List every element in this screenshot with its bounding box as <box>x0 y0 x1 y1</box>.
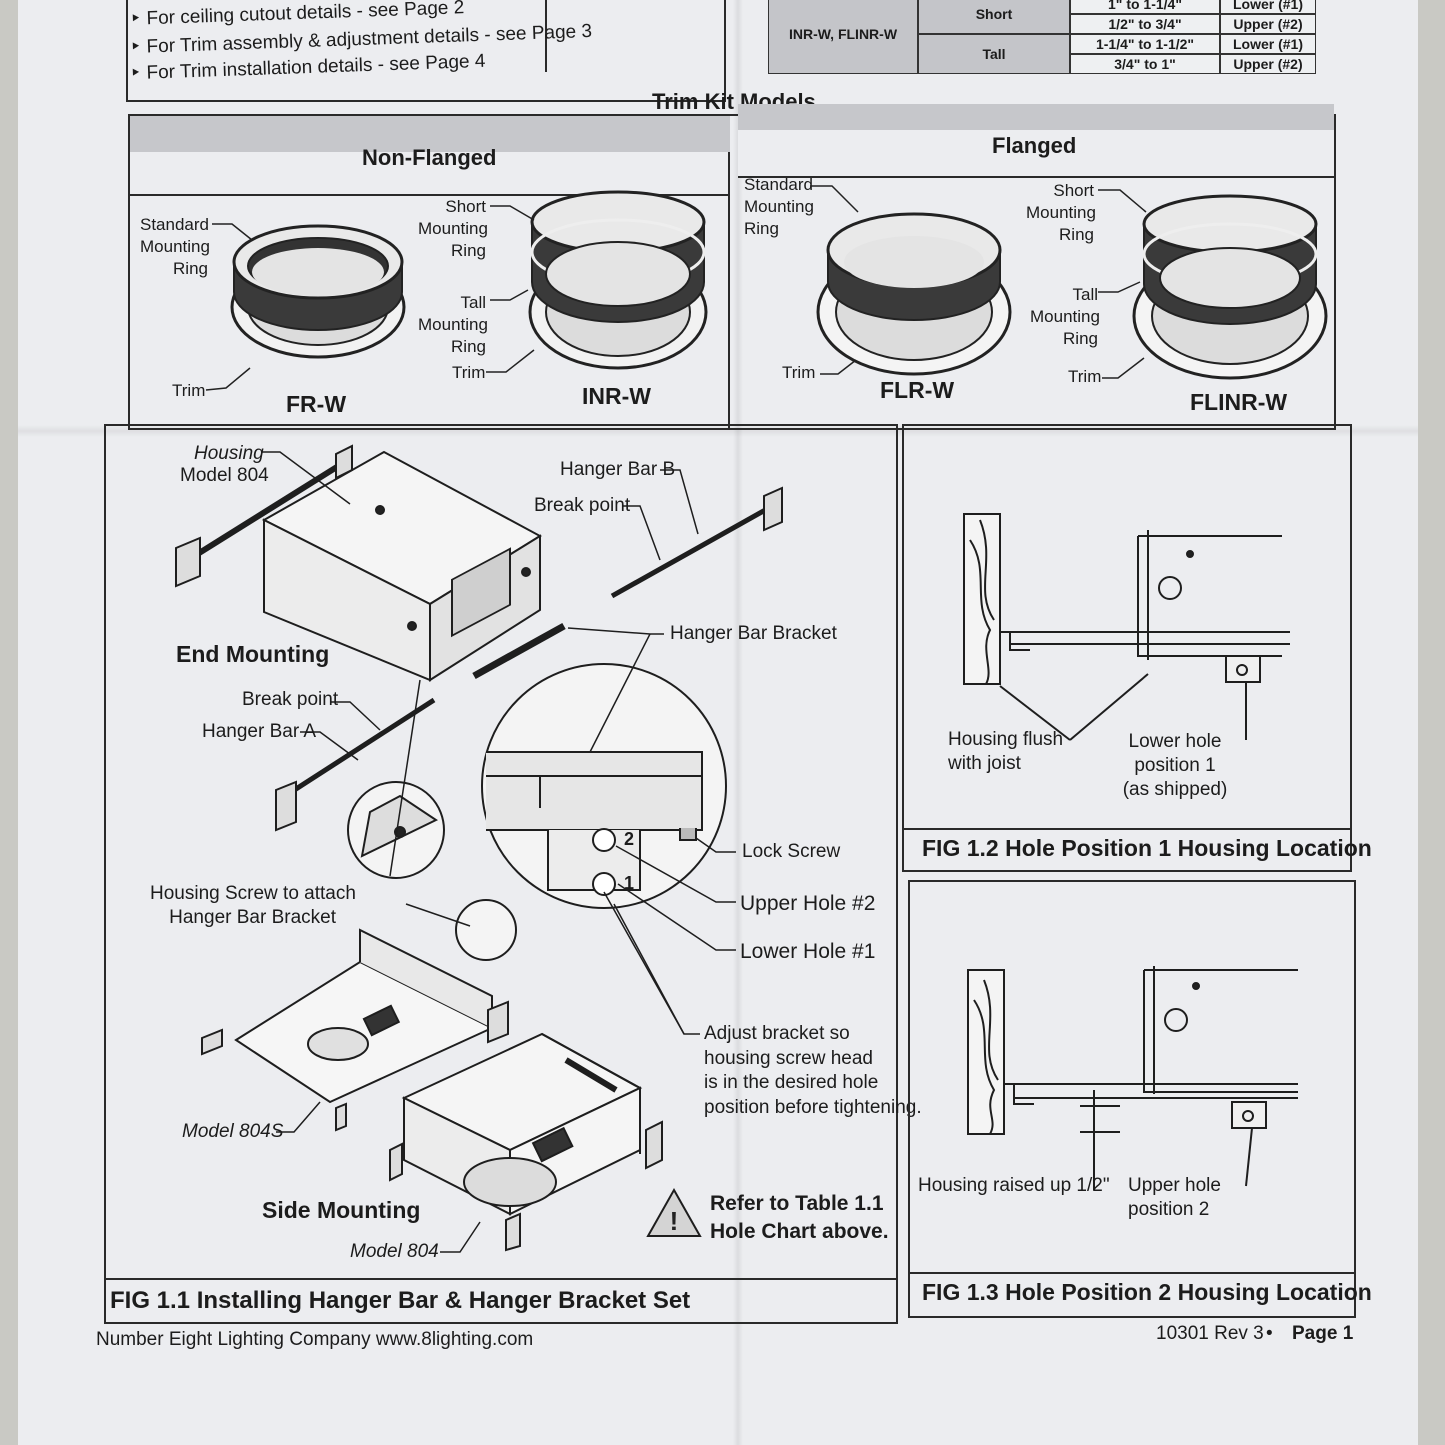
inr-w-trim-label: Trim <box>452 363 486 382</box>
footer-revision: 10301 Rev 3 <box>1156 1323 1264 1344</box>
trim-kit-panel <box>128 114 1336 430</box>
table-range-1: 1" to 1-1/4" <box>1070 0 1220 14</box>
fr-w-model-label: FR-W <box>286 391 347 417</box>
inr-w-short-label: Short Mounting Ring <box>418 197 488 260</box>
fig11-lower-hole-label: Lower Hole #1 <box>740 940 876 963</box>
non-flanged-band <box>130 152 730 196</box>
flr-w-ring-illustration <box>816 212 1012 376</box>
fig11-hanger-bracket-label: Hanger Bar Bracket <box>670 623 837 644</box>
table-hole-3: Lower (#1) <box>1220 34 1316 54</box>
inr-w-tall-label: Tall Mounting Ring <box>418 293 488 356</box>
flinr-w-trim-label: Trim <box>1068 367 1102 386</box>
fold-crease-vertical <box>733 0 743 1445</box>
flr-w-model-label: FLR-W <box>880 377 955 403</box>
fig11-caption: FIG 1.1 Installing Hanger Bar & Hanger B… <box>110 1287 691 1314</box>
hole-chart-table: INR-W, FLINR-W Short Tall 1" to 1-1/4" 1… <box>768 0 1326 90</box>
footer-bullet: • <box>1266 1323 1273 1344</box>
fig11-model804-bottom-label: Model 804 <box>350 1241 439 1262</box>
fig13-panel <box>908 880 1356 1318</box>
non-flanged-divider <box>130 194 730 196</box>
info-box <box>126 0 726 102</box>
flinr-w-tall-label: Tall Mounting Ring <box>1030 285 1100 348</box>
table-hole-4: Upper (#2) <box>1220 54 1316 74</box>
fig12-illustration <box>963 513 1290 741</box>
fig11-side-mounting-label: Side Mounting <box>262 1197 421 1223</box>
fig11-hanger-a-label: Hanger Bar A <box>202 721 317 742</box>
table-model-cell: INR-W, FLINR-W <box>768 0 918 74</box>
table-hole-1: Lower (#1) <box>1220 0 1316 14</box>
fig11-upper-hole-label: Upper Hole #2 <box>740 892 876 915</box>
table-ring-tall: Tall <box>918 34 1070 74</box>
fig11-model804-top-label: Model 804 <box>180 465 269 486</box>
flr-w-ring-label: Standard Mounting Ring <box>744 175 814 238</box>
fig11-hanger-b-label: Hanger Bar B <box>560 459 676 480</box>
fig11-break-point-b-label: Break point <box>534 495 631 516</box>
fig11-lock-screw-label: Lock Screw <box>742 841 841 862</box>
fig11-illustration: ! <box>175 444 783 1253</box>
fig12-caption: FIG 1.2 Hole Position 1 Housing Location <box>922 835 1372 861</box>
fig12-caption-divider <box>902 828 1352 830</box>
flinr-w-short-label: Short Mounting Ring <box>1026 181 1096 244</box>
flinr-w-model-label: FLINR-W <box>1190 389 1288 415</box>
fr-w-trim-label: Trim <box>172 381 206 400</box>
fig11-end-mounting-label: End Mounting <box>176 641 330 667</box>
flr-w-trim-label: Trim <box>782 363 816 382</box>
fig13-raised-label: Housing raised up 1/2" <box>918 1175 1110 1196</box>
footer-page-number: Page 1 <box>1292 1323 1354 1344</box>
flinr-w-ring-illustration <box>1132 194 1328 380</box>
fr-w-ring-illustration <box>230 224 406 359</box>
non-flanged-label: Non-Flanged <box>362 145 497 170</box>
fig13-caption: FIG 1.3 Hole Position 2 Housing Location <box>922 1279 1372 1305</box>
fig11-hole-number-2: 2 <box>624 829 635 849</box>
flanged-band <box>738 130 1334 178</box>
table-range-4: 3/4" to 1" <box>1070 54 1220 74</box>
fig11-hole-number-1: 1 <box>624 873 635 893</box>
inr-w-ring-illustration <box>528 190 708 370</box>
info-box-divider <box>545 0 547 72</box>
fig11-model804s-label: Model 804S <box>182 1121 284 1142</box>
fig11-housing-label: Housing <box>194 443 264 464</box>
table-range-3: 1-1/4" to 1-1/2" <box>1070 34 1220 54</box>
table-range-2: 1/2" to 3/4" <box>1070 14 1220 34</box>
table-hole-2: Upper (#2) <box>1220 14 1316 34</box>
flanged-divider <box>738 176 1334 178</box>
fig11-break-point-a-label: Break point <box>242 689 339 710</box>
fig11-panel <box>104 424 898 1324</box>
inr-w-model-label: INR-W <box>582 383 651 409</box>
trim-kit-center-divider <box>728 152 730 428</box>
trim-kit-leader-lines <box>205 185 1147 391</box>
table-ring-short: Short <box>918 0 1070 34</box>
fig13-illustration <box>967 966 1298 1190</box>
flanged-label: Flanged <box>992 133 1077 158</box>
svg-text:!: ! <box>670 1206 679 1236</box>
footer-company: Number Eight Lighting Company www.8light… <box>96 1329 534 1350</box>
fig13-caption-divider <box>908 1272 1356 1274</box>
fr-w-ring-label: Standard Mounting Ring <box>140 215 210 278</box>
fig11-caption-divider <box>104 1278 898 1280</box>
fig12-panel <box>902 424 1352 872</box>
